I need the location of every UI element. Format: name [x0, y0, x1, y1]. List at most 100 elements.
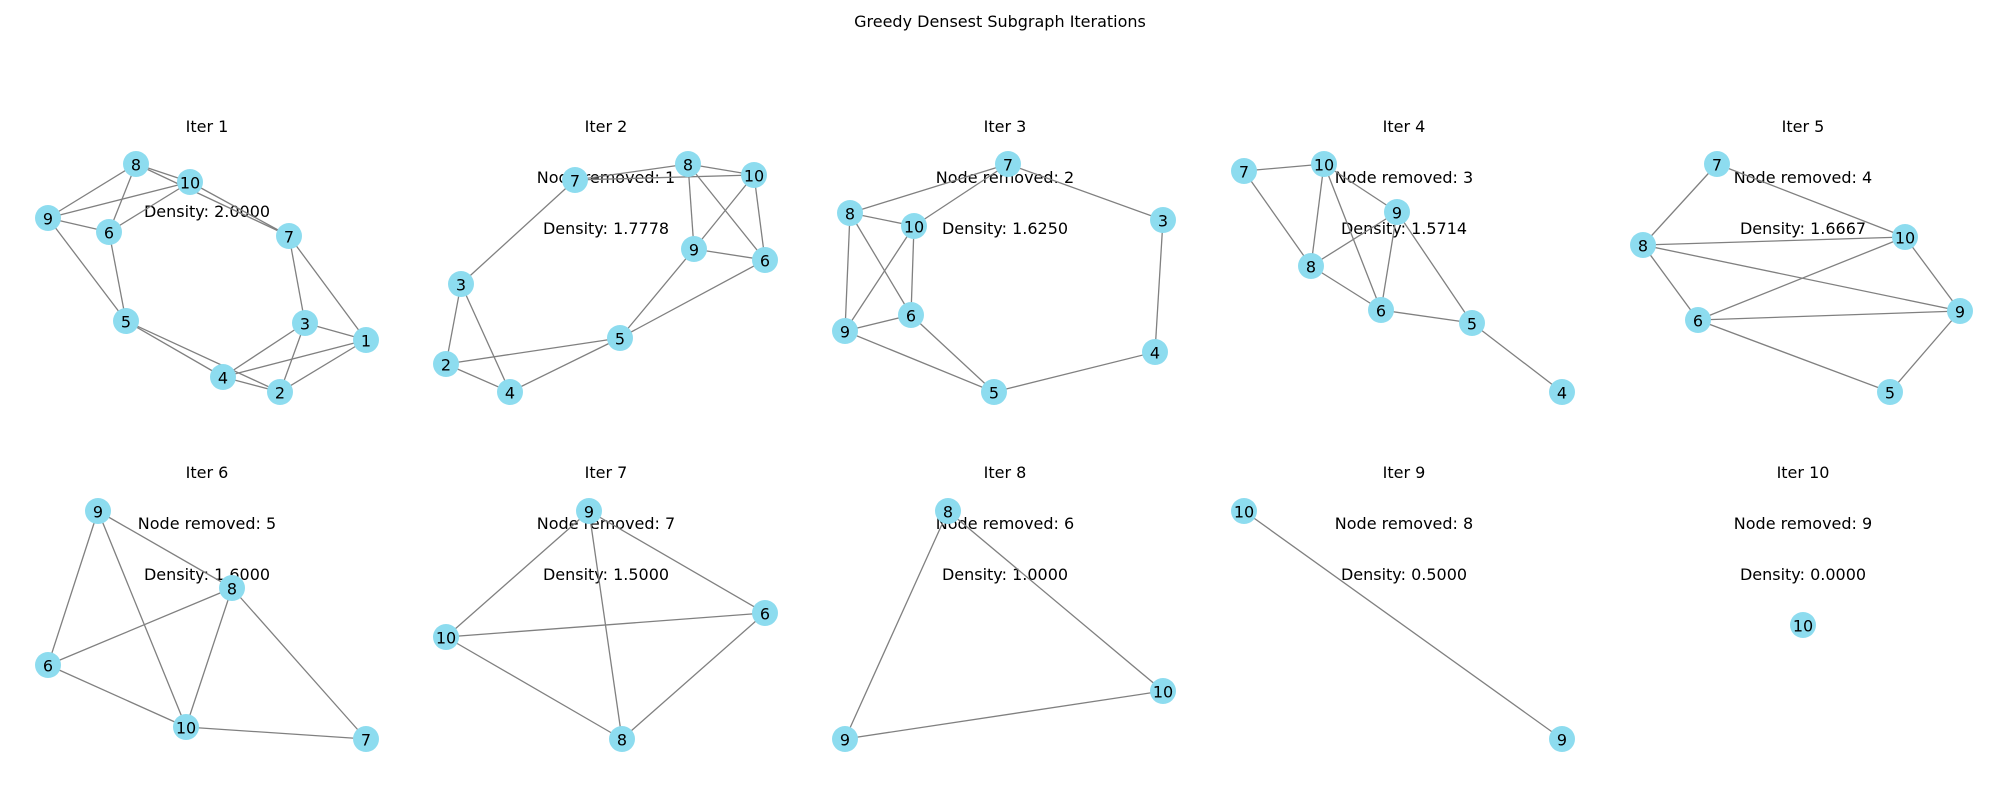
edge-6-5 — [1697, 319, 1891, 393]
node-circle — [85, 498, 111, 524]
node-label: 5 — [615, 330, 625, 349]
node-8: 8 — [935, 498, 961, 524]
node-circle — [1704, 151, 1730, 177]
edge-7-10 — [913, 163, 1009, 227]
node-label: 6 — [1376, 302, 1386, 321]
edge-2-5 — [445, 337, 621, 365]
node-circle — [562, 167, 588, 193]
node-circle — [177, 169, 203, 195]
node-label: 8 — [1306, 258, 1316, 277]
node-3: 3 — [292, 310, 318, 336]
node-9: 9 — [35, 205, 61, 231]
edge-9-6 — [47, 510, 99, 666]
edge-9-6 — [1380, 211, 1398, 311]
node-label: 7 — [1712, 156, 1722, 175]
node-8: 8 — [219, 575, 245, 601]
node-label: 7 — [1239, 163, 1249, 182]
node-10: 10 — [741, 162, 767, 188]
node-label: 6 — [43, 657, 53, 676]
edge-8-10 — [947, 510, 1164, 692]
node-label: 10 — [1234, 503, 1254, 522]
edge-10-6 — [1323, 163, 1382, 311]
node-8: 8 — [837, 200, 863, 226]
panel-2-density: Density: 1.7778 — [542, 219, 670, 238]
node-5: 5 — [1459, 310, 1485, 336]
edge-8-9 — [844, 510, 949, 740]
edge-3-4 — [460, 283, 511, 393]
node-circle — [210, 364, 236, 390]
node-label: 1 — [361, 332, 371, 351]
node-5: 5 — [113, 308, 139, 334]
node-label: 10 — [1153, 683, 1173, 702]
node-10: 10 — [1231, 498, 1257, 524]
edge-7-10 — [1243, 163, 1325, 172]
edge-8-7 — [135, 163, 290, 237]
node-circle — [1150, 207, 1176, 233]
node-circle — [353, 327, 379, 353]
node-circle — [935, 498, 961, 524]
node-6: 6 — [898, 302, 924, 328]
node-circle — [1142, 339, 1168, 365]
node-circle — [898, 302, 924, 328]
node-circle — [675, 151, 701, 177]
node-circle — [96, 219, 122, 245]
edge-6-5 — [108, 231, 127, 322]
edge-10-8 — [1310, 163, 1325, 267]
node-circle — [837, 200, 863, 226]
edge-6-9 — [1697, 310, 1961, 321]
panel-5-density: Density: 1.6667 — [1739, 219, 1867, 238]
node-circle — [1892, 224, 1918, 250]
node-label: 9 — [840, 731, 850, 750]
node-label: 10 — [1895, 229, 1915, 248]
node-circle — [1630, 232, 1656, 258]
node-9: 9 — [832, 726, 858, 752]
edge-9-10 — [445, 510, 590, 638]
panel-5-title: Iter 5 Node removed: 4 Density: 1.6667 — [1613, 84, 1993, 254]
graph-panel-10: 10 — [1790, 612, 1816, 638]
edge-7-10 — [1716, 163, 1906, 238]
node-circle — [901, 213, 927, 239]
panel-7-density: Density: 1.5000 — [542, 565, 670, 584]
panel-9-removed: Node removed: 8 — [1334, 514, 1474, 533]
node-8: 8 — [1630, 232, 1656, 258]
node-label: 4 — [1150, 344, 1160, 363]
edge-4-1 — [222, 339, 367, 378]
node-10: 10 — [177, 169, 203, 195]
edge-7-8 — [849, 163, 1009, 214]
node-circle — [35, 205, 61, 231]
node-circle — [113, 308, 139, 334]
node-circle — [1311, 151, 1337, 177]
edge-4-5 — [993, 351, 1156, 393]
node-circle — [292, 310, 318, 336]
node-circle — [276, 223, 302, 249]
edge-7-10 — [574, 174, 755, 181]
edge-6-10 — [47, 664, 187, 728]
node-6: 6 — [1368, 297, 1394, 323]
node-circle — [752, 247, 778, 273]
edge-8-9 — [1310, 211, 1398, 267]
node-9: 9 — [832, 318, 858, 344]
panel-2-iter: Iter 2 — [584, 117, 628, 136]
node-label: 8 — [227, 580, 237, 599]
node-label: 7 — [361, 731, 371, 750]
node-label: 9 — [689, 241, 699, 260]
node-label: 10 — [436, 629, 456, 648]
node-9: 9 — [1384, 199, 1410, 225]
edge-9-8 — [97, 510, 233, 589]
edge-7-8 — [574, 163, 689, 181]
edge-10-9 — [1904, 236, 1961, 312]
edge-10-9 — [47, 181, 191, 219]
node-2: 2 — [433, 351, 459, 377]
edge-5-4 — [1471, 322, 1563, 393]
panel-7-iter: Iter 7 — [584, 463, 628, 482]
node-label: 8 — [617, 731, 627, 750]
node-circle — [832, 318, 858, 344]
node-label: 2 — [441, 356, 451, 375]
node-circle — [433, 624, 459, 650]
panel-9-density: Density: 0.5000 — [1340, 565, 1468, 584]
node-2: 2 — [267, 379, 293, 405]
node-label: 6 — [760, 605, 770, 624]
node-circle — [1150, 678, 1176, 704]
node-label: 7 — [570, 172, 580, 191]
